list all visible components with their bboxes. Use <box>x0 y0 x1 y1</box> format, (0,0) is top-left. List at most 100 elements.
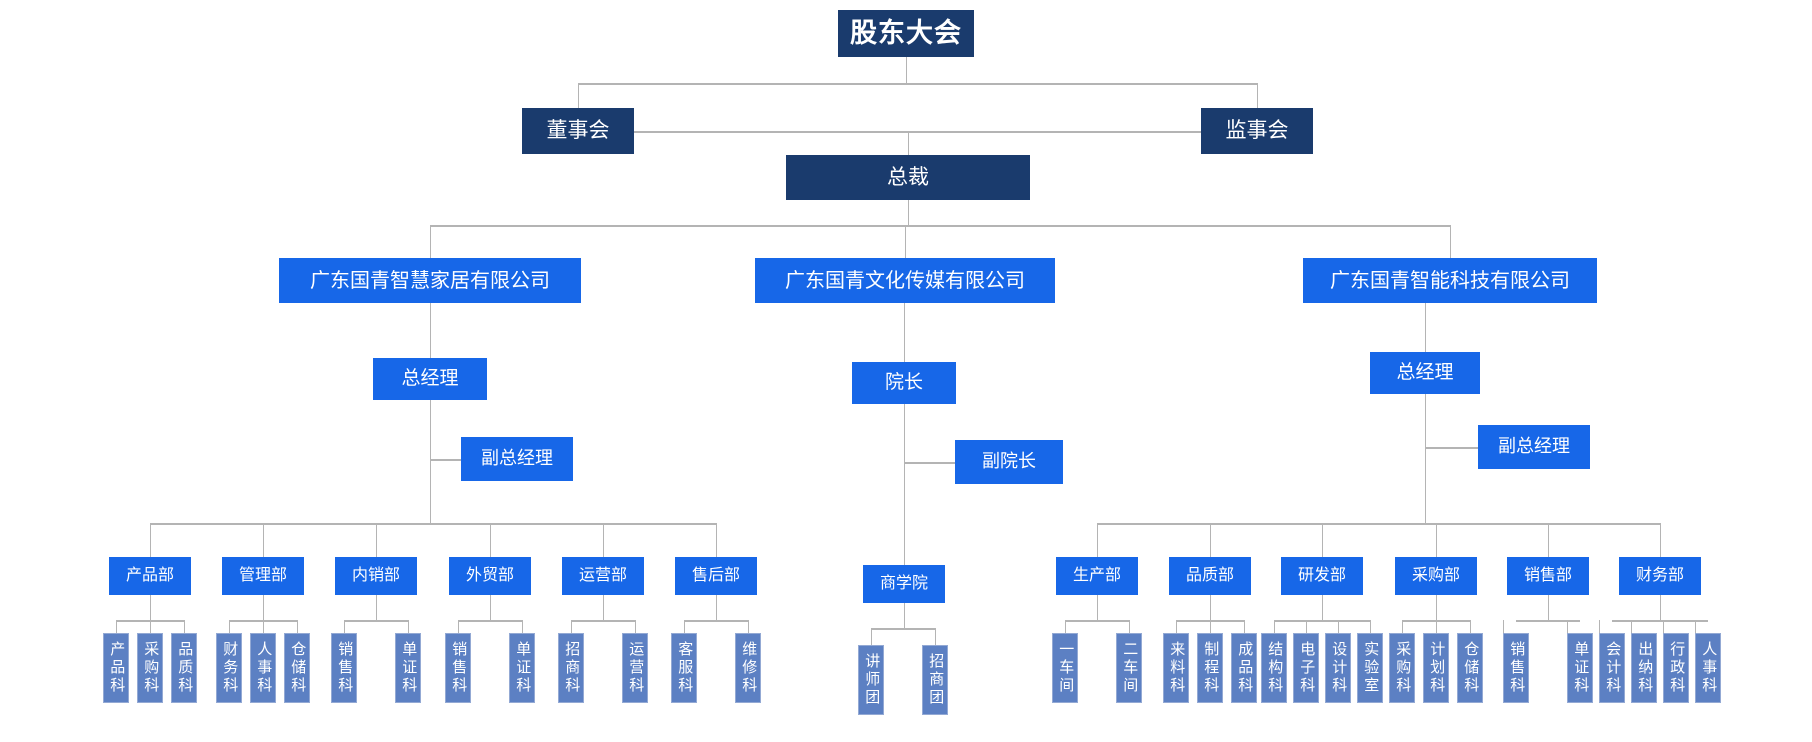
connector-line <box>934 628 936 645</box>
connector-line <box>1096 595 1098 620</box>
org-node-deputy-dean: 副院长 <box>955 440 1063 484</box>
connector-line <box>1659 595 1661 620</box>
org-node-section: 二车间 <box>1116 633 1142 703</box>
connector-line <box>1274 620 1370 622</box>
org-node-section: 财务科 <box>216 633 242 703</box>
connector-line <box>430 225 1450 227</box>
org-node-board-of-directors: 董事会 <box>522 108 634 154</box>
connector-line <box>1435 523 1437 557</box>
connector-line <box>1662 620 1664 633</box>
org-node-section: 维修科 <box>735 633 761 703</box>
connector-line <box>578 83 1257 85</box>
connector-line <box>1547 595 1549 620</box>
connector-line <box>149 523 151 557</box>
connector-line <box>1401 620 1403 633</box>
org-node-dept-after-sales: 售后部 <box>675 557 757 595</box>
org-node-section: 仓储科 <box>1457 633 1483 703</box>
org-node-dept-production: 生产部 <box>1056 557 1138 595</box>
connector-line <box>1435 595 1437 620</box>
connector-line <box>602 595 604 620</box>
connector-line <box>1064 620 1066 633</box>
connector-line <box>904 462 955 464</box>
connector-line <box>1659 523 1661 557</box>
connector-line <box>1321 523 1323 557</box>
connector-line <box>1337 620 1339 633</box>
org-node-president: 总裁 <box>786 155 1030 200</box>
org-node-dept-rnd: 研发部 <box>1281 557 1363 595</box>
connector-line <box>457 620 459 633</box>
org-node-dept-quality: 品质部 <box>1169 557 1251 595</box>
org-node-dept-domestic-sales: 内销部 <box>335 557 417 595</box>
connector-line <box>684 620 748 622</box>
org-node-dean: 院长 <box>852 362 956 404</box>
org-node-section: 运营科 <box>622 633 648 703</box>
org-node-section: 会计科 <box>1599 633 1625 703</box>
connector-line <box>407 620 409 633</box>
org-node-section: 单证科 <box>509 633 535 703</box>
connector-line <box>903 303 905 362</box>
connector-line <box>1209 620 1211 633</box>
org-node-section: 成品科 <box>1231 633 1257 703</box>
connector-line <box>296 620 298 633</box>
connector-line <box>262 523 264 557</box>
connector-line <box>429 303 431 358</box>
connector-line <box>634 131 1201 133</box>
org-node-section: 一车间 <box>1052 633 1078 703</box>
connector-line <box>1469 620 1471 633</box>
org-node-section: 实验室 <box>1357 633 1383 703</box>
connector-line <box>1243 620 1245 633</box>
connector-line <box>429 400 431 523</box>
connector-line <box>903 404 905 565</box>
connector-line <box>1566 620 1568 633</box>
connector-line <box>1128 620 1130 633</box>
org-node-section: 采购科 <box>1389 633 1415 703</box>
connector-line <box>430 459 461 461</box>
org-node-section: 仓储科 <box>284 633 310 703</box>
connector-line <box>634 620 636 633</box>
connector-line <box>1547 523 1549 557</box>
connector-line <box>1273 620 1275 633</box>
org-node-section: 行政科 <box>1663 633 1689 703</box>
connector-line <box>907 200 909 225</box>
org-node-section: 来料科 <box>1163 633 1189 703</box>
org-node-dept-operations: 运营部 <box>562 557 644 595</box>
org-node-shareholders-meeting: 股东大会 <box>838 10 974 57</box>
connector-line <box>1424 303 1426 352</box>
connector-line <box>1209 523 1211 557</box>
connector-line <box>577 83 579 108</box>
org-node-dept-product: 产品部 <box>109 557 191 595</box>
org-node-section: 计划科 <box>1423 633 1449 703</box>
org-node-section: 讲师团 <box>858 645 884 715</box>
connector-line <box>602 523 604 557</box>
org-node-dept-business-school: 商学院 <box>863 565 945 603</box>
connector-line <box>907 131 909 155</box>
connector-line <box>1065 620 1129 622</box>
connector-line <box>1425 447 1478 449</box>
connector-line <box>871 628 935 630</box>
connector-line <box>262 620 264 633</box>
org-node-section: 产品科 <box>103 633 129 703</box>
connector-line <box>1516 620 1580 622</box>
org-node-section: 招商科 <box>558 633 584 703</box>
org-node-section: 单证科 <box>1567 633 1593 703</box>
connector-line <box>683 620 685 633</box>
connector-line <box>458 620 522 622</box>
connector-line <box>1630 620 1632 633</box>
connector-line <box>262 595 264 620</box>
org-node-section: 招商团 <box>922 645 948 715</box>
connector-line <box>1175 620 1177 633</box>
connector-line <box>375 523 377 557</box>
org-node-section: 出纳科 <box>1631 633 1657 703</box>
org-node-section: 采购科 <box>137 633 163 703</box>
org-node-section: 人事科 <box>1695 633 1721 703</box>
connector-line <box>1612 620 1708 622</box>
org-node-section: 销售科 <box>445 633 471 703</box>
connector-line <box>1305 620 1307 633</box>
connector-line <box>1424 394 1426 523</box>
connector-line <box>1097 523 1660 525</box>
org-node-deputy-general-manager-c: 副总经理 <box>1478 425 1590 469</box>
org-node-section: 销售科 <box>331 633 357 703</box>
connector-line <box>375 595 377 620</box>
org-node-dept-foreign-trade: 外贸部 <box>449 557 531 595</box>
org-node-section: 电子科 <box>1293 633 1319 703</box>
